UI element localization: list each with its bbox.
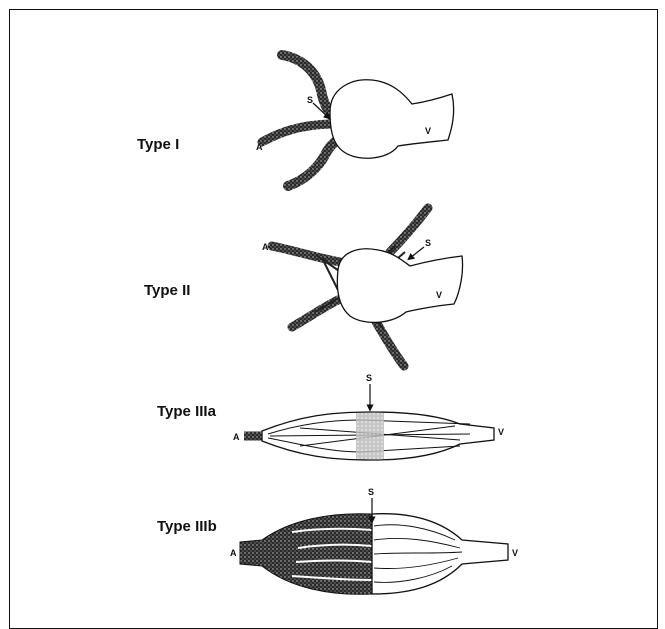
type-ii-shunt-arrow xyxy=(410,247,424,258)
type-iiib-artery-letter: A xyxy=(230,548,237,558)
type-i-venous-pouch xyxy=(330,80,454,158)
type-i-artery-bottom xyxy=(288,138,342,186)
type-ii-diagram: S A V xyxy=(262,208,463,366)
type-iiib-arterial-plexus xyxy=(240,514,372,595)
type-iiia-shunt-zone xyxy=(356,413,384,459)
type-i-artery-middle xyxy=(262,124,330,142)
type-i-shunt-letter: S xyxy=(307,95,313,105)
type-ii-artery-letter: A xyxy=(262,242,269,252)
type-ii-artery-bottom-right xyxy=(376,322,404,366)
type-iiib-diagram: S A V xyxy=(230,487,518,594)
type-ii-artery-left xyxy=(272,246,340,262)
type-ii-venous-pouch xyxy=(337,249,462,323)
type-ii-artery-bottom-left xyxy=(292,300,338,327)
type-iiia-diagram: S A V xyxy=(233,373,504,460)
type-i-artery-letter: A xyxy=(256,142,263,152)
type-iiib-shunt-letter: S xyxy=(368,487,374,497)
type-ii-shunt-letter: S xyxy=(425,238,431,248)
type-iiia-vein-letter: V xyxy=(498,427,504,437)
type-iiib-vein-letter: V xyxy=(512,548,518,558)
type-i-vein-letter: V xyxy=(425,126,431,136)
type-iiia-artery-letter: A xyxy=(233,432,240,442)
type-iiia-shunt-letter: S xyxy=(366,373,372,383)
type-ii-vein-letter: V xyxy=(436,290,442,300)
type-i-diagram: S A V xyxy=(256,55,454,186)
type-ii-artery-top-right xyxy=(390,208,428,252)
